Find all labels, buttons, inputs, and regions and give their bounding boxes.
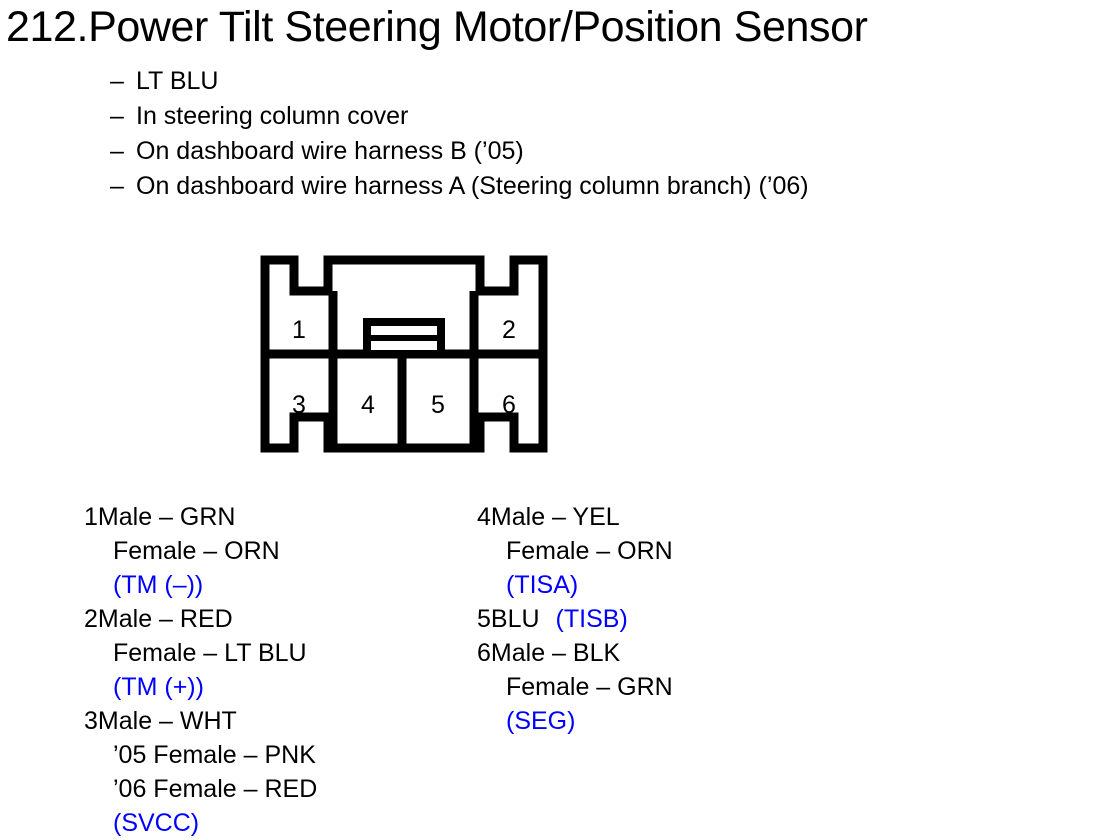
description-text: LT BLU	[136, 67, 219, 95]
description-text: On dashboard wire harness B (’05)	[136, 137, 524, 165]
pin-entry: 3Male – WHT ’05 Female – PNK ’06 Female – …	[84, 704, 464, 840]
description-item: –On dashboard wire harness A (Steering c…	[110, 169, 1010, 204]
pin-number-label: 5	[477, 605, 491, 633]
pin-wire-text: Female – GRN	[506, 673, 673, 701]
page-title: 212.Power Tilt Steering Motor/Position S…	[6, 3, 868, 51]
pin-line: 3Male – WHT	[84, 704, 464, 738]
pin-line: Female – LT BLU	[84, 636, 464, 670]
pin-number-3: 3	[292, 391, 306, 419]
pin-number-5: 5	[431, 391, 445, 419]
pin-wire-text: Female – ORN	[506, 537, 673, 565]
pin-line: ’06 Female – RED	[84, 772, 464, 806]
connector-diagram: 1 2 3 4 5 6	[248, 246, 560, 462]
description-text: In steering column cover	[136, 102, 409, 130]
connector-outline	[260, 255, 548, 453]
pin-wire-text: Male – RED	[97, 605, 233, 633]
pin-legend-left-column: 1Male – GRN Female – ORN (TM (–)) 2Male – R…	[84, 500, 464, 840]
pin-number-label: 2	[84, 605, 98, 633]
pin-line: 2Male – RED	[84, 602, 464, 636]
pin-signal-label: (SEG)	[506, 707, 576, 735]
pin-line: (SEG)	[477, 704, 877, 738]
pin-wire-text: ’06 Female – RED	[113, 775, 318, 803]
connector-svg: 1 2 3 4 5 6	[260, 255, 548, 453]
pin-entry: 2Male – RED Female – LT BLU (TM (+))	[84, 602, 464, 704]
pin-wire-text: Male – BLK	[490, 639, 621, 667]
pin-number-label: 1	[84, 503, 98, 531]
pin-line: Female – GRN	[477, 670, 877, 704]
pin-line: (TM (+))	[84, 670, 464, 704]
dash-marker: –	[110, 137, 124, 165]
pin-signal-label: (TISB)	[555, 605, 628, 633]
pin-wire-text: Female – ORN	[113, 537, 280, 565]
pin-number-4: 4	[361, 391, 375, 419]
pin-number-1: 1	[292, 316, 306, 344]
pin-line: 6Male – BLK	[477, 636, 877, 670]
pin-wire-text: Male – WHT	[97, 707, 237, 735]
pin-entry: 1Male – GRN Female – ORN (TM (–))	[84, 500, 464, 602]
dash-marker: –	[110, 67, 124, 95]
pin-line: (SVCC)	[84, 806, 464, 840]
pin-legend: 1Male – GRN Female – ORN (TM (–)) 2Male – R…	[0, 500, 1095, 837]
pin-number-label: 6	[477, 639, 491, 667]
pin-line: (TM (–))	[84, 568, 464, 602]
pin-line: (TISA)	[477, 568, 877, 602]
pin-entry: 6Male – BLK Female – GRN (SEG)	[477, 636, 877, 738]
pin-legend-right-column: 4Male – YEL Female – ORN (TISA) 5BLU (TISB) 6…	[477, 500, 877, 738]
pin-signal-label: (TM (–))	[113, 571, 204, 599]
pin-line: 4Male – YEL	[477, 500, 877, 534]
pin-line: 5BLU (TISB)	[477, 602, 877, 636]
description-list: –LT BLU –In steering column cover –On da…	[110, 64, 1010, 204]
dash-marker: –	[110, 172, 124, 200]
pin-wire-text: ’05 Female – PNK	[113, 741, 316, 769]
pin-number-6: 6	[502, 391, 516, 419]
pin-entry: 4Male – YEL Female – ORN (TISA)	[477, 500, 877, 602]
description-item: –On dashboard wire harness B (’05)	[110, 134, 1010, 169]
pin-number-2: 2	[502, 316, 516, 344]
description-text: On dashboard wire harness A (Steering co…	[136, 172, 809, 200]
pin-number-label: 4	[477, 503, 491, 531]
pin-number-label: 3	[84, 707, 98, 735]
pin-line: Female – ORN	[84, 534, 464, 568]
pin-signal-label: (SVCC)	[113, 809, 200, 837]
pin-line: Female – ORN	[477, 534, 877, 568]
pin-wire-text: BLU	[490, 605, 540, 633]
pin-wire-text: Male – GRN	[97, 503, 236, 531]
pin-wire-text: Female – LT BLU	[113, 639, 307, 667]
pin-signal-label: (TISA)	[506, 571, 579, 599]
pin-line: ’05 Female – PNK	[84, 738, 464, 772]
pin-signal-label: (TM (+))	[113, 673, 204, 701]
pin-line: 1Male – GRN	[84, 500, 464, 534]
description-item: –LT BLU	[110, 64, 1010, 99]
dash-marker: –	[110, 102, 124, 130]
pin-entry: 5BLU (TISB)	[477, 602, 877, 636]
description-item: –In steering column cover	[110, 99, 1010, 134]
pin-wire-text: Male – YEL	[490, 503, 620, 531]
